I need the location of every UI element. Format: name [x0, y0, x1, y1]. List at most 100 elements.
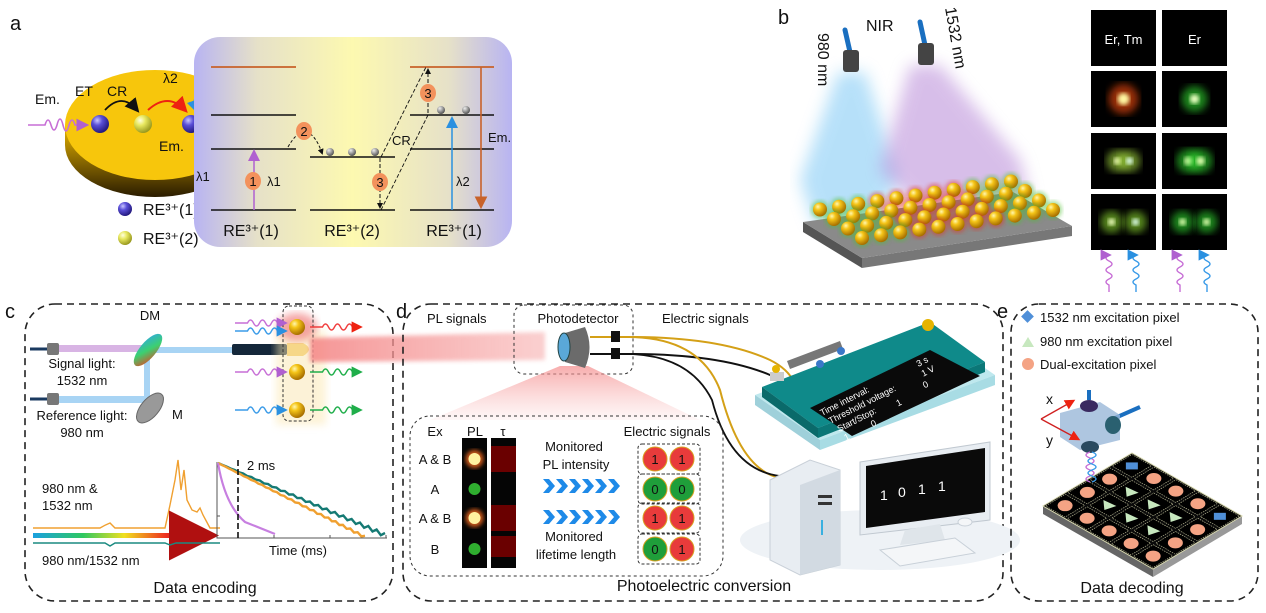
excitation-wave-icon [235, 366, 288, 378]
legend-1532: 1532 nm excitation pixel [1040, 310, 1180, 325]
monitor-bit-3: 1 [918, 481, 926, 497]
bit-circle [642, 505, 668, 531]
dual-excitation-pixel [1145, 550, 1161, 562]
dual-excitation-pixel [1079, 512, 1095, 524]
fiber-reference [30, 393, 59, 405]
bit-label: 0 [651, 542, 658, 557]
label-980nm: 980 nm [814, 33, 831, 86]
bit-circle [669, 505, 695, 531]
pl-spot-green [468, 543, 481, 555]
chevron-icon [543, 510, 555, 524]
chevron-icon [556, 510, 568, 524]
fiber-signal [30, 343, 59, 355]
nanoparticle [912, 222, 927, 237]
dual-excitation-pixel [1190, 524, 1206, 536]
electron [462, 106, 470, 114]
lifetime-bar [491, 446, 516, 472]
legend-dual: Dual-excitation pixel [1040, 357, 1156, 372]
pl-signals-label: PL signals [427, 311, 487, 326]
svg-text:3: 3 [424, 86, 431, 101]
dichroic-mirror [133, 333, 163, 367]
combined-beam [148, 347, 233, 353]
panel-c: c DM M Signal light: 1532 nm Reference l… [5, 301, 394, 602]
reference-beam-vertical [144, 350, 150, 410]
nanoparticle [893, 225, 908, 240]
image-column-header: Er [1188, 32, 1202, 47]
spectrum-label-bottom: 980 nm/1532 nm [42, 553, 140, 568]
pl-spot-yellow [468, 453, 481, 465]
step-2-badge: 2 [296, 122, 312, 140]
lifetime-decay-plot [216, 460, 387, 539]
excitation-label: A & B [419, 452, 452, 467]
column-label-re1-right: RE³⁺(1) [426, 223, 482, 240]
emission-spot [1107, 218, 1116, 226]
emission-spot [1189, 94, 1200, 104]
chevron-icon [595, 479, 607, 493]
svg-text:1: 1 [249, 174, 256, 189]
inset-header-ex: Ex [427, 424, 443, 439]
column-label-re2: RE³⁺(2) [324, 223, 380, 240]
electron [326, 148, 334, 156]
dual-excitation-pixel [1057, 500, 1073, 512]
re1-ion-left [91, 115, 109, 133]
nanoparticle [827, 212, 841, 226]
bit-group-box [637, 502, 701, 534]
screen-bit-1: 1 [842, 431, 851, 442]
lambda1-label: λ1 [267, 174, 281, 189]
step-1-badge: 1 [245, 172, 261, 190]
dual-excitation-pixel [1146, 473, 1162, 485]
bit-circle [669, 536, 695, 562]
beam-980 [800, 72, 900, 225]
bit-circle [642, 536, 668, 562]
keyboard [878, 537, 977, 567]
excitation-wave-icon [1125, 253, 1140, 292]
chevron-icon [582, 479, 594, 493]
legend-re2-icon [118, 231, 132, 245]
encoding-column [235, 305, 363, 425]
axis-x-label: x [1046, 391, 1053, 407]
lifetime-bar [491, 505, 516, 531]
dual-excitation-pixel [1168, 485, 1184, 497]
legend-re2: RE³⁺(2) [143, 231, 199, 248]
980-excitation-pixel [1169, 511, 1183, 522]
panel-c-border [24, 303, 394, 602]
photodetector [557, 327, 590, 368]
dual-excitation-pixel [1102, 473, 1118, 485]
cr-label: CR [107, 83, 127, 99]
chevron-icon [608, 479, 620, 493]
bit-label: 1 [678, 542, 685, 557]
emission-spot [1117, 93, 1130, 105]
signal-beam [58, 345, 143, 352]
nanoparticle [988, 211, 1003, 226]
nanoparticle [931, 219, 946, 234]
bit-circle [669, 446, 695, 472]
decay-curve-short [216, 462, 276, 536]
panel-label-d: d [396, 301, 407, 323]
legend-1532-icon [1021, 310, 1034, 323]
nanoparticle [813, 202, 827, 217]
legend-re1: RE³⁺(1) [143, 202, 199, 219]
board-side [1043, 506, 1153, 577]
nanoparticle [950, 217, 965, 231]
dual-excitation-pixel [1167, 537, 1183, 549]
980-excitation-pixel [1125, 486, 1139, 497]
excitation-wave-icon [235, 325, 288, 337]
caption-data-decoding: Data decoding [1080, 580, 1183, 597]
em-label-right: Em. [159, 138, 184, 154]
panel-a: a Em. ET CR λ2 Em. RE³⁺(1) RE³⁺(2) [10, 13, 512, 248]
energy-level-diagram: 1 2 3 3 λ1 λ1 CR Em. λ2 RE³⁺(1) RE³⁺(2) … [194, 37, 512, 247]
wavelength-bar [33, 533, 199, 538]
device-knob [922, 319, 934, 331]
lambda1-side-label: λ1 [196, 169, 210, 184]
emission-image [1162, 10, 1227, 66]
dual-excitation-pixel [1123, 537, 1139, 549]
signal-light-wavelength: 1532 nm [57, 373, 108, 388]
screen-bit-2: 0 [869, 418, 878, 429]
chevron-icon [569, 510, 581, 524]
svg-text:3: 3 [376, 175, 383, 190]
monitor-bit-2: 0 [898, 484, 906, 500]
emission-spot [1131, 218, 1140, 226]
mouse [957, 517, 973, 527]
panel-label-c: c [5, 301, 15, 323]
